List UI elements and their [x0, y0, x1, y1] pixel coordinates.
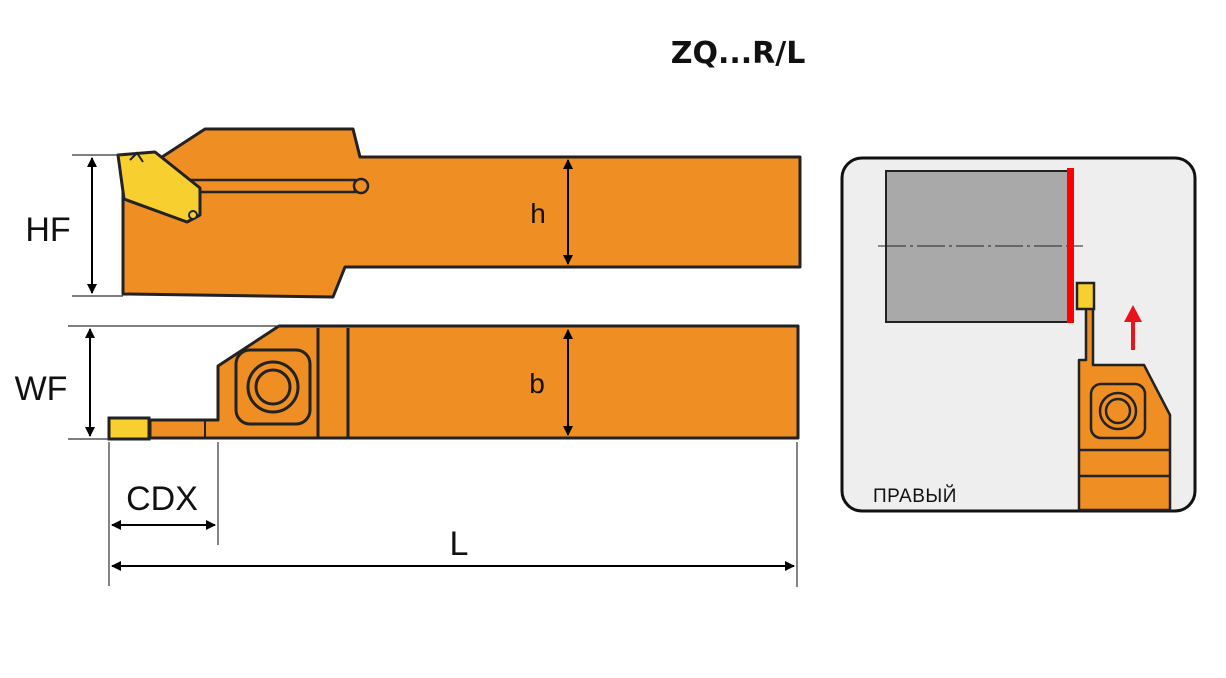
wf-dimension: WF [15, 325, 280, 440]
hf-dimension: HF [25, 154, 123, 297]
inset-insert [1075, 281, 1096, 311]
tool-holder-body-top [148, 324, 800, 440]
cdx-dimension: CDX [108, 442, 219, 586]
cut-edge [1067, 168, 1074, 323]
tool-side-view [116, 127, 802, 299]
cdx-label: CDX [126, 480, 198, 518]
l-label: L [450, 525, 469, 563]
hf-label: HF [25, 211, 70, 249]
tool-top-view [107, 324, 800, 441]
l-dimension: L [111, 442, 798, 587]
cutting-insert-side [116, 150, 202, 224]
drawing-title: ZQ...R/L [671, 36, 806, 71]
orientation-inset: ПРАВЫЙ [840, 156, 1197, 513]
inset-label: ПРАВЫЙ [873, 485, 957, 507]
wf-label: WF [15, 370, 68, 408]
h-dimension: h [530, 159, 573, 265]
b-label: b [529, 368, 545, 399]
clamp-screw-inner [254, 368, 292, 406]
h-label: h [530, 198, 546, 229]
b-dimension: b [529, 329, 573, 436]
slot-end-hole [352, 177, 370, 195]
cutting-insert-top [107, 416, 151, 441]
tool-holder-body-side [121, 127, 802, 299]
